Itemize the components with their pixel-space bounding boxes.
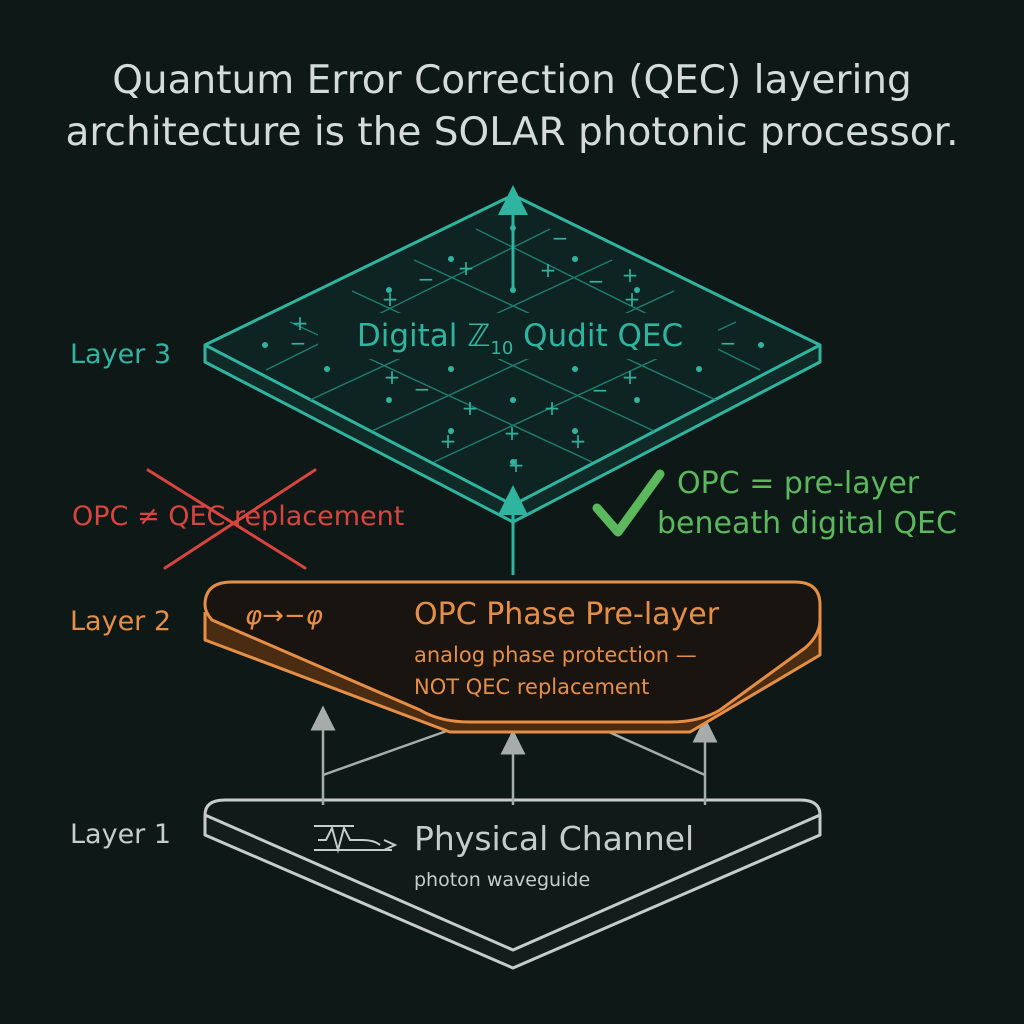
lattice-sign: + [458, 256, 475, 280]
layer1-to-layer2-arrows [310, 705, 718, 805]
lattice-sign: + [504, 421, 521, 445]
lattice-sign: − [552, 226, 569, 250]
layer1-label: Layer 1 [70, 819, 171, 850]
title-line-1: Quantum Error Correction (QEC) layering [112, 58, 912, 103]
lattice-sign: − [418, 267, 435, 291]
lattice-sign: + [508, 453, 525, 477]
lattice-sign: + [440, 429, 457, 453]
layer2-label: Layer 2 [70, 606, 171, 637]
cross-icon [146, 468, 317, 570]
positive-annotation-line-1: OPC = pre-layer [677, 466, 920, 501]
layer2-sub-1: analog phase protection — [414, 643, 697, 667]
checkmark-icon [592, 469, 665, 537]
lattice-sign: + [622, 365, 639, 389]
layer2-formula: φ→−φ [245, 601, 323, 631]
layer1-name: Physical Channel [414, 819, 694, 858]
lattice-sign: − [720, 331, 737, 355]
layer3-name: Digital ℤ10 Qudit QEC [357, 318, 683, 359]
title-line-2: architecture is the SOLAR photonic proce… [65, 110, 958, 155]
lattice-sign: − [592, 378, 609, 402]
lattice-signs: + − + + − + − + − + + + − + + + − + − + [290, 226, 737, 477]
lattice-sign: + [624, 287, 641, 311]
positive-annotation-line-2: beneath digital QEC [657, 506, 957, 541]
layer2-sub-2: NOT QEC replacement [414, 675, 649, 699]
layer2-slab [203, 580, 822, 734]
lattice-sign: + [544, 396, 561, 420]
lattice-sign: + [382, 287, 399, 311]
waveform-icon [314, 825, 398, 854]
lattice-sign: + [570, 429, 587, 453]
lattice-sign: + [384, 365, 401, 389]
lattice-sign: − [290, 331, 307, 355]
lattice-sign: + [292, 311, 309, 335]
lattice-sign: − [414, 377, 431, 401]
lattice-sign: − [588, 269, 605, 293]
layer3-label: Layer 3 [70, 339, 171, 370]
layer1-slab [203, 798, 822, 970]
lattice-sign: + [462, 396, 479, 420]
layer1-sub: photon waveguide [414, 869, 590, 891]
lattice-sign: + [540, 258, 557, 282]
lattice-sign: + [622, 263, 639, 287]
layer3-name-backdrop [318, 313, 718, 359]
negative-annotation: OPC ≠ QEC replacement [72, 501, 404, 532]
layer2-name: OPC Phase Pre-layer [414, 597, 720, 632]
layer3-slab: + − + + − + − + − + + + − + + + − + − + [203, 193, 822, 524]
